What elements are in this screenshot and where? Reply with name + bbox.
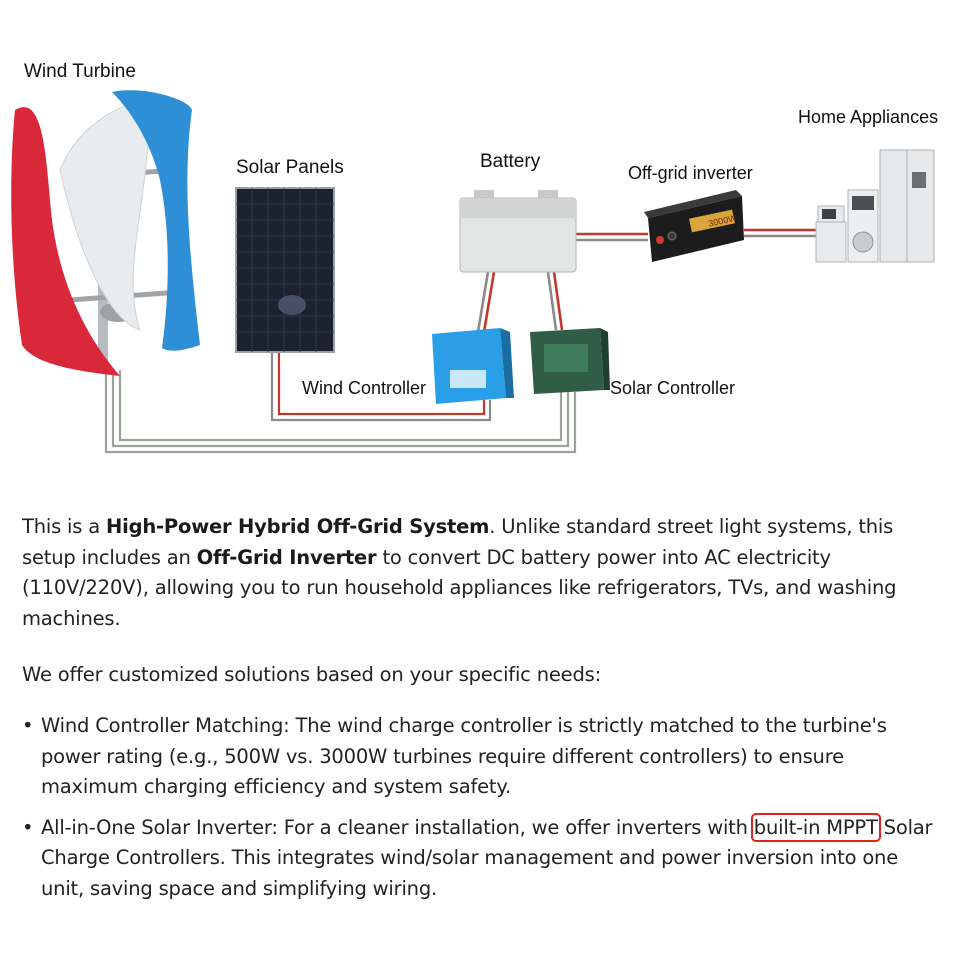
home-appliances-graphic	[815, 149, 935, 263]
inverter-graphic	[644, 190, 744, 262]
wind-turbine-graphic	[11, 90, 200, 377]
label-wind-controller: Wind Controller	[302, 378, 427, 398]
battery-graphic	[459, 190, 577, 273]
label-solar-panels: Solar Panels	[236, 157, 344, 178]
solar-controller-graphic	[530, 328, 610, 394]
turbine-wires	[104, 370, 577, 454]
bullet-wind-controller: Wind Controller Matching: The wind charg…	[41, 714, 887, 798]
solar-panel-wires	[270, 352, 492, 422]
inverter-name: Off-Grid Inverter	[196, 545, 377, 569]
label-solar-controller: Solar Controller	[610, 378, 736, 398]
list-item: All-in-One Solar Inverter: For a cleaner…	[22, 812, 942, 905]
system-name: High-Power Hybrid Off-Grid System	[105, 515, 490, 538]
label-inverter: Off-grid inverter	[628, 163, 753, 183]
intro-paragraph: This is a High-Power Hybrid Off-Grid Sys…	[22, 515, 897, 630]
label-home-appliances: Home Appliances	[798, 107, 939, 127]
wind-controller-graphic	[432, 328, 514, 404]
system-diagram: 3000W Wind Turbine Solar Panels Batte	[0, 0, 960, 470]
inverter-appliance-wires	[744, 228, 818, 238]
solar-panel-graphic	[235, 187, 335, 353]
battery-inverter-wires	[576, 232, 648, 242]
diagram-graphic: 3000W	[11, 90, 935, 454]
label-wind-turbine: Wind Turbine	[24, 61, 136, 82]
list-item: Wind Controller Matching: The wind charg…	[22, 711, 942, 803]
solutions-intro: We offer customized solutions based on y…	[22, 663, 601, 686]
battery-controller-wires	[476, 271, 564, 333]
solutions-list: Wind Controller Matching: The wind charg…	[22, 711, 942, 914]
highlight-mppt: built-in MPPT	[750, 812, 881, 842]
label-battery: Battery	[480, 151, 541, 172]
